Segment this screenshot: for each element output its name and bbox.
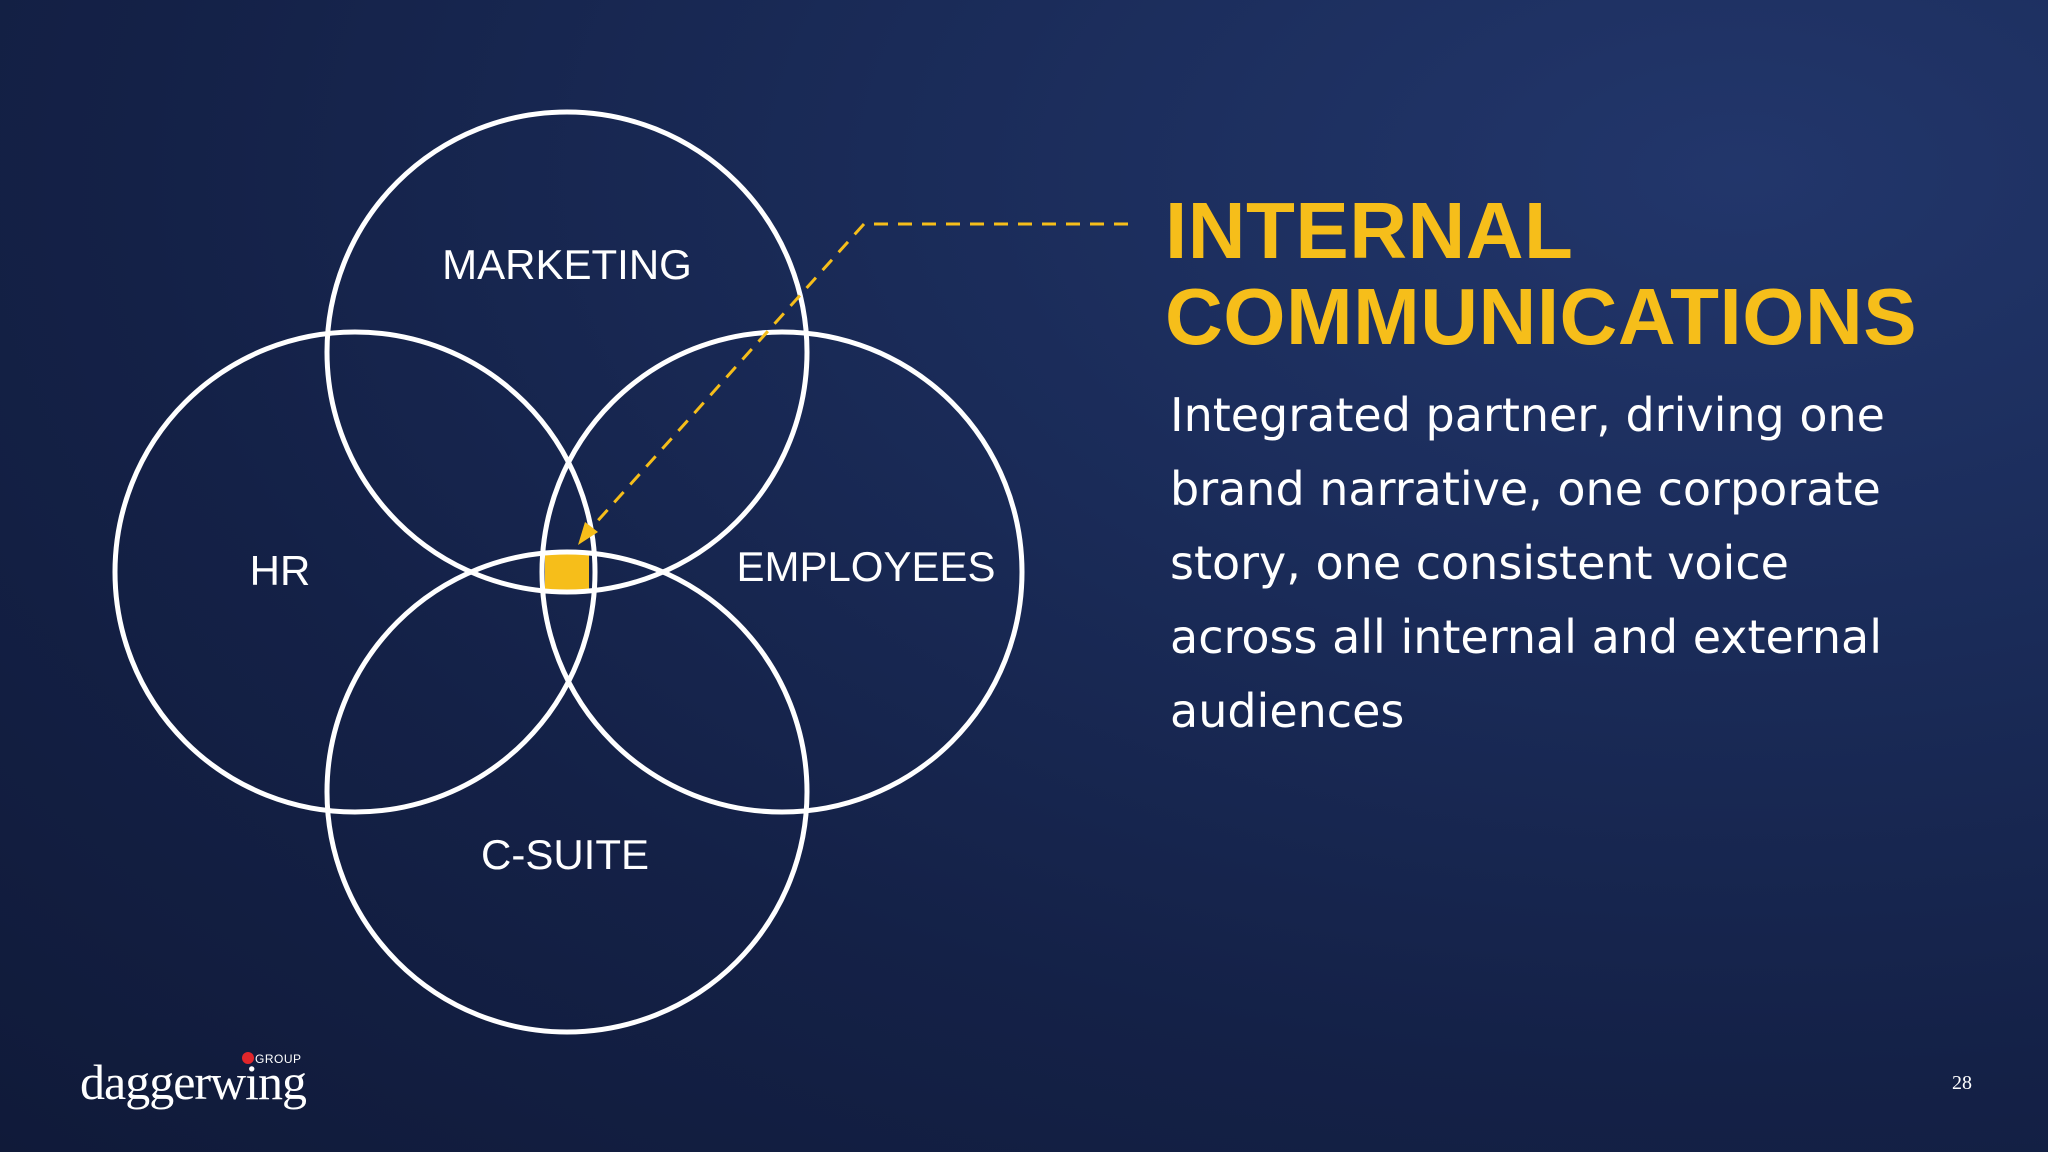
page-number: 28 bbox=[1952, 1072, 1972, 1094]
circle-c-suite bbox=[324, 549, 810, 1035]
daggerwing-logo: GROUP daggerwing bbox=[80, 1040, 320, 1110]
label-hr: HR bbox=[250, 547, 311, 594]
logo-group-text: GROUP bbox=[255, 1052, 302, 1066]
logo-dot-icon bbox=[242, 1052, 254, 1064]
circle-employees bbox=[539, 329, 1025, 815]
label-c-suite: C-SUITE bbox=[481, 831, 649, 878]
center-intersection-highlight bbox=[545, 552, 589, 590]
callout-connector bbox=[583, 222, 1128, 537]
label-employees: EMPLOYEES bbox=[736, 543, 995, 590]
slide-title-line2: COMMUNICATIONS bbox=[1165, 272, 1918, 361]
circle-hr bbox=[112, 329, 598, 815]
logo-wordmark: daggerwing bbox=[80, 1054, 307, 1110]
label-marketing: MARKETING bbox=[442, 241, 692, 288]
callout-arrowhead bbox=[578, 522, 598, 545]
body-text: Integrated partner, driving one brand na… bbox=[1170, 388, 1885, 738]
slide-title: INTERNAL COMMUNICATIONS bbox=[1165, 188, 1917, 360]
circle-marketing bbox=[324, 109, 810, 595]
slide-title-line1: INTERNAL bbox=[1165, 186, 1574, 275]
